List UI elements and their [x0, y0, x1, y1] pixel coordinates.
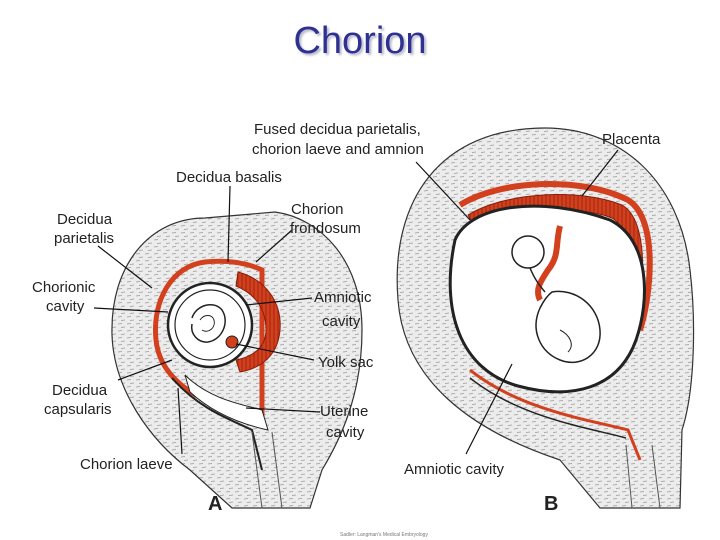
- label-amniotic-cavity-a-1: Amniotic: [314, 289, 372, 306]
- label-uterine-cavity-2: cavity: [326, 424, 365, 441]
- label-yolk-sac: Yolk sac: [318, 354, 374, 371]
- label-decidua-capsularis-1: Decidua: [52, 382, 108, 399]
- panel-b-uterus: [397, 128, 693, 508]
- label-decidua-capsularis-2: capsularis: [44, 401, 112, 418]
- label-chorion-laeve: Chorion laeve: [80, 456, 173, 473]
- label-amniotic-cavity-a-2: cavity: [322, 313, 361, 330]
- panel-letter-b: B: [544, 493, 558, 515]
- label-decidua-basalis: Decidua basalis: [176, 169, 282, 186]
- label-chorion-frondosum-2: frondosum: [290, 220, 361, 237]
- label-chorionic-cavity-2: cavity: [46, 298, 85, 315]
- label-decidua-parietalis-2: parietalis: [54, 230, 114, 247]
- label-decidua-parietalis-1: Decidua: [57, 211, 113, 228]
- image-credit: Sadler: Langman's Medical Embryology: [340, 532, 428, 538]
- label-chorion-frondosum-1: Chorion: [291, 201, 344, 218]
- label-chorionic-cavity-1: Chorionic: [32, 279, 96, 296]
- label-fused-membranes-2: chorion laeve and amnion: [252, 141, 424, 158]
- label-placenta: Placenta: [602, 131, 661, 148]
- label-fused-membranes-1: Fused decidua parietalis,: [254, 121, 421, 138]
- label-uterine-cavity-1: Uterine: [320, 403, 368, 420]
- panel-letter-a: A: [208, 493, 222, 515]
- label-amniotic-cavity-b: Amniotic cavity: [404, 461, 505, 478]
